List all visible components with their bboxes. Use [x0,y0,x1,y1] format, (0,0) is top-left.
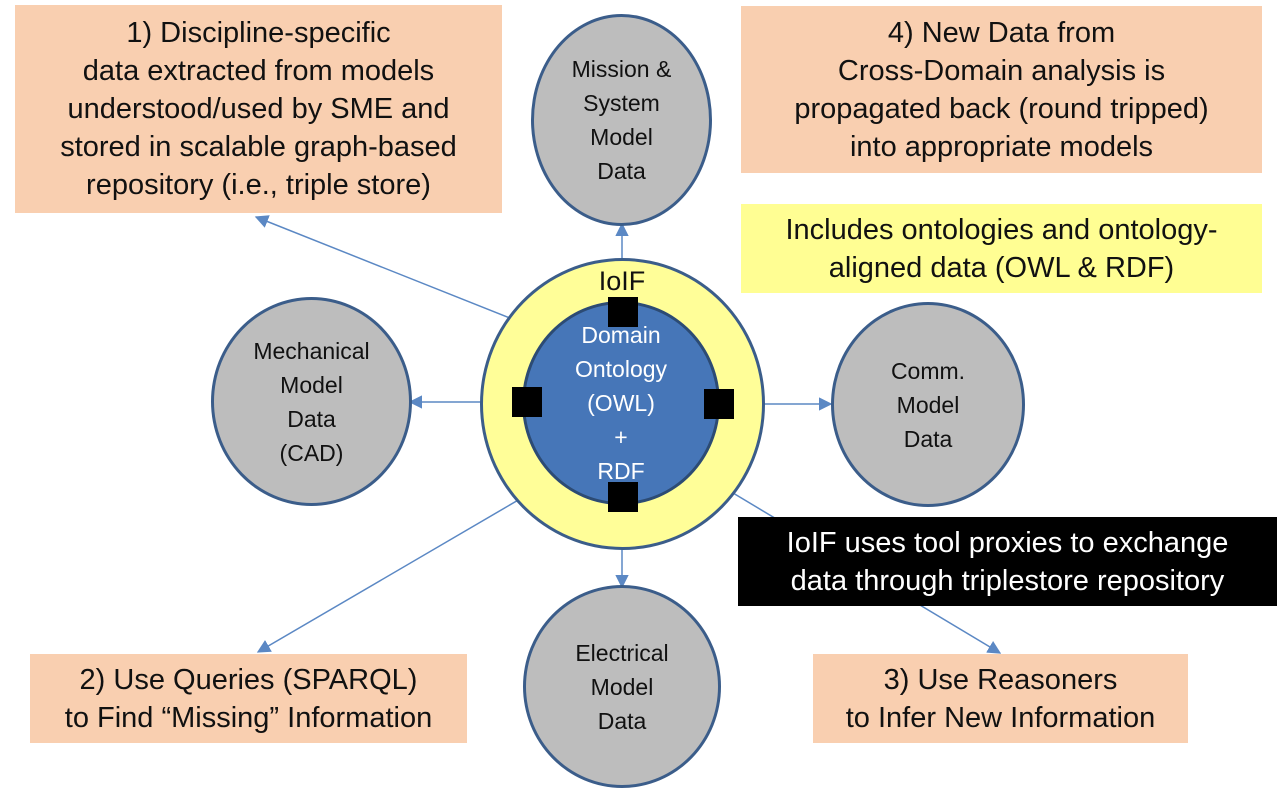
core-label-line: RDF [597,458,645,484]
node-label-line: Electrical [575,639,669,666]
callout-line: aligned data (OWL & RDF) [828,251,1175,284]
callout-queries: 2) Use Queries (SPARQL) to Find “Missing… [30,654,467,743]
callout-line: stored in scalable graph-based [60,131,457,163]
arrow-discipline-data [254,215,557,338]
callout-line: to Infer New Information [845,701,1156,734]
domain-ontology-core: Domain Ontology (OWL) + RDF [522,301,720,505]
node-label-line: Mission & [571,56,672,82]
node-label-line: Mechanical [253,337,370,364]
node-label-line: Data [287,405,336,432]
callout-line: data through triplestore repository [790,564,1225,597]
node-label-line: Comm. [890,357,966,384]
callout-line: 4) New Data from [887,16,1116,49]
callout-line: IoIF uses tool proxies to exchange [786,526,1229,559]
node-label-line: Model [590,124,653,150]
callout-ontologies: Includes ontologies and ontology- aligne… [741,204,1262,293]
callout-line: into appropriate models [849,130,1154,163]
callout-line: 3) Use Reasoners [883,663,1118,696]
arrow-queries [256,477,558,653]
tool-proxy-port-top [608,297,638,327]
tool-proxy-port-right [704,389,734,419]
callout-line: 1) Discipline-specific [126,17,391,49]
node-label-line: Data [597,158,646,184]
core-label-line: (OWL) [587,390,655,416]
callout-reasoners: 3) Use Reasoners to Infer New Informatio… [813,654,1188,743]
callout-round-trip: 4) New Data from Cross-Domain analysis i… [741,6,1262,173]
callout-tool-proxies: IoIF uses tool proxies to exchange data … [738,517,1277,606]
callout-line: data extracted from models [82,55,435,87]
callout-line: propagated back (round tripped) [794,92,1209,125]
model-node-mission-system: Mission & System Model Data [531,14,712,226]
node-label-line: Model [590,673,654,700]
node-label-line: Model [896,391,960,418]
callout-line: 2) Use Queries (SPARQL) [79,663,418,696]
callout-line: repository (i.e., triple store) [86,169,431,201]
callout-line: to Find “Missing” Information [64,701,433,734]
node-label-line: System [583,90,660,116]
callout-line: understood/used by SME and [67,93,450,125]
ioif-label: IoIF [598,266,646,296]
core-label-line: + [614,424,628,450]
node-label-line: Model [280,371,343,398]
callout-discipline-data: 1) Discipline-specific data extracted fr… [15,5,502,213]
node-label-line: (CAD) [279,439,344,466]
model-node-mechanical: Mechanical Model Data (CAD) [211,297,412,506]
node-label-line: Data [597,707,647,734]
model-node-electrical: Electrical Model Data [523,585,721,788]
tool-proxy-port-bottom [608,482,638,512]
tool-proxy-port-left [512,387,542,417]
callout-line: Includes ontologies and ontology- [785,213,1218,246]
model-node-comm: Comm. Model Data [831,302,1025,507]
node-label-line: Data [903,425,953,452]
core-label-line: Ontology [574,356,668,382]
callout-line: Cross-Domain analysis is [837,54,1166,87]
